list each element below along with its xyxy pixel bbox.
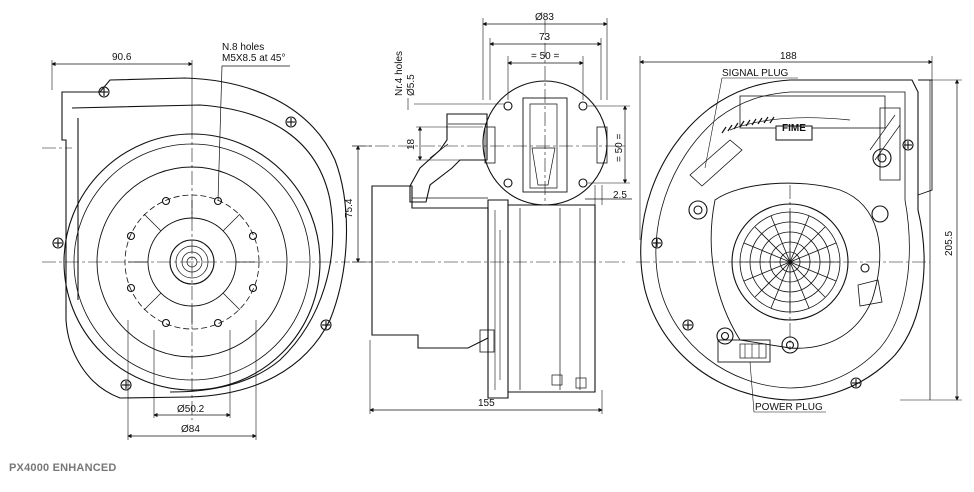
- dim-2-5: 2.5: [613, 190, 627, 201]
- dim-205-5: 205.5: [944, 231, 955, 256]
- right-back-view: [636, 56, 962, 413]
- side-view-labels: Ø83 73 = 50 = Nr.4 holes Ø5.5 18 = 50 = …: [344, 12, 627, 409]
- dim-75-4: 75.4: [344, 198, 355, 218]
- left-housing-screws: [52, 86, 332, 391]
- fime-logo: FIME: [782, 123, 806, 134]
- holes-note-line2: M5X8.5 at 45°: [222, 53, 285, 64]
- holes-note-line1: N.8 holes: [222, 42, 264, 53]
- dim-155: 155: [478, 398, 495, 409]
- model-caption: PX4000 ENHANCED: [9, 462, 117, 474]
- right-housing-screws: [651, 139, 914, 389]
- left-front-view: [42, 60, 350, 440]
- dim-83: Ø83: [535, 12, 554, 23]
- right-housing-outline: [640, 79, 925, 401]
- dim-18: 18: [406, 138, 417, 150]
- right-cooling-fins: [721, 116, 775, 134]
- dim-84: Ø84: [181, 424, 200, 435]
- dim-50-2: Ø50.2: [177, 404, 205, 415]
- dim-73: 73: [539, 32, 551, 43]
- power-plug-label: POWER PLUG: [755, 402, 823, 413]
- side-holes-note-line2: Ø5.5: [406, 74, 417, 96]
- right-view-labels: FIME 188 SIGNAL PLUG POWER PLUG 205.5: [722, 51, 955, 413]
- signal-plug-label: SIGNAL PLUG: [722, 68, 789, 79]
- right-boss-right: [872, 148, 892, 168]
- right-power-plug: [717, 339, 771, 363]
- right-boss-left: [688, 200, 708, 220]
- dim-90-6: 90.6: [112, 52, 132, 63]
- dim-188: 188: [780, 51, 797, 62]
- side-holes-note-line1: Nr.4 holes: [394, 51, 405, 96]
- side-flange-holes: [503, 101, 588, 188]
- dim-50-top: = 50 =: [531, 51, 560, 62]
- left-housing-outline: [61, 77, 348, 399]
- dim-50-right: = 50 =: [614, 133, 625, 162]
- side-motor-body: [371, 185, 489, 349]
- side-view: [352, 18, 632, 414]
- side-housing-plate: [487, 199, 509, 399]
- left-view-labels: 90.6 N.8 holes M5X8.5 at 45° Ø50.2 Ø84: [112, 42, 285, 435]
